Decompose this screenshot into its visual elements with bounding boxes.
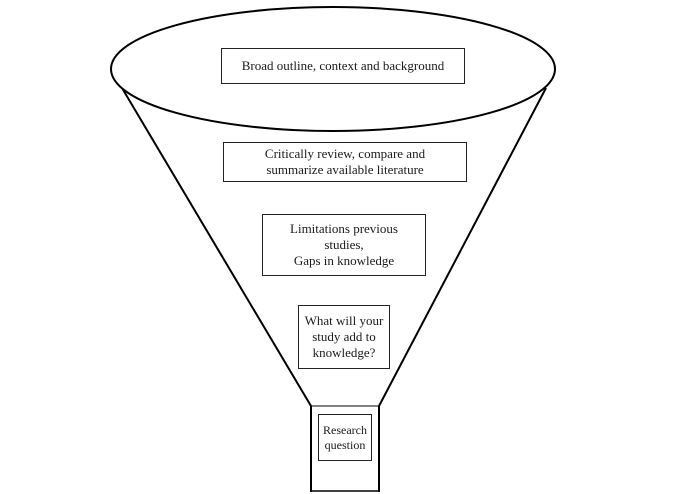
stage-broad-outline-label: Broad outline, context and background	[241, 58, 445, 73]
stage-literature-review-box: Critically review, compare and summarize…	[223, 142, 467, 182]
stage-broad-outline-box: Broad outline, context and background	[221, 48, 465, 84]
stage-research-question-label: Research question	[323, 422, 367, 452]
stage-limitations-box: Limitations previous studies, Gaps in kn…	[262, 214, 426, 276]
stage-literature-review-label: Critically review, compare and summarize…	[264, 146, 426, 177]
stage-research-question-box: Research question	[318, 414, 372, 461]
stage-study-contribution-label: What will your study add to knowledge?	[304, 313, 384, 360]
stage-limitations-label: Limitations previous studies, Gaps in kn…	[290, 221, 398, 268]
stage-study-contribution-box: What will your study add to knowledge?	[298, 305, 390, 369]
